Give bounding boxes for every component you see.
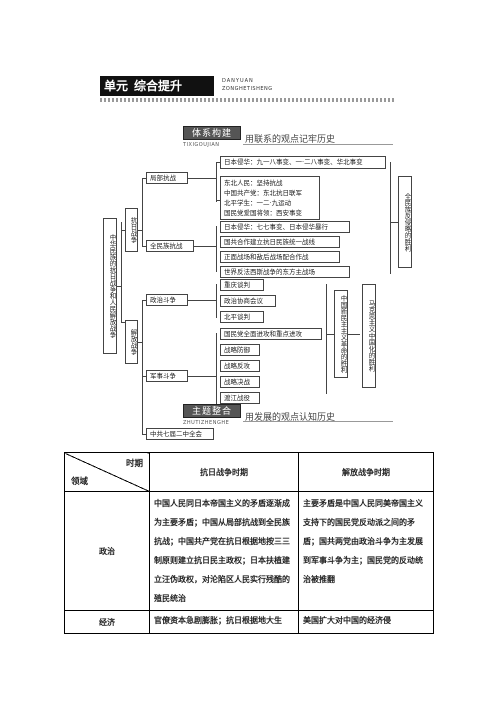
connector [188, 178, 216, 179]
connector [390, 162, 391, 274]
connector [142, 178, 146, 179]
connector [390, 222, 398, 223]
table-row: 政治 中国人民同日本帝国主义的矛盾逐渐成为主要矛盾；中国从局部抗战到全民族抗战；… [64, 491, 434, 611]
row-label-politics: 政治 [64, 491, 150, 611]
corner-field-label: 领域 [71, 477, 89, 487]
connector [216, 162, 220, 163]
connector [216, 200, 220, 201]
connector [142, 434, 146, 435]
connector [326, 284, 327, 394]
full-item-2: 正面战场和敌后战场配合作战 [220, 251, 340, 263]
unit-title: 综合提升 [134, 79, 183, 93]
connector [216, 333, 217, 409]
connector [348, 334, 360, 335]
local-item-students: 北平学生：一二·九运动 [224, 199, 292, 207]
cell-economy-anti-japan: 官僚资本急剧膨胀；抗日根据地大生 [149, 610, 299, 634]
connector [138, 342, 142, 343]
unit-pinyin-1: DANYUAN [222, 78, 254, 84]
victory-new-democracy: 中国新民主主义革命的胜利 [334, 290, 348, 378]
political-node: 政治斗争 [146, 294, 188, 306]
connector [121, 222, 122, 322]
political-item-1: 政治协商会议 [220, 295, 276, 307]
section2-underline [243, 421, 393, 422]
root-node: 中华民族的抗日战争和人民解放战争 [103, 218, 117, 354]
cell-politics-anti-japan: 中国人民同日本帝国主义的矛盾逐渐成为主要矛盾；中国从局部抗战到全民族抗战；中国共… [149, 491, 299, 611]
local-resistance-group: 东北人民：坚持抗战 中国共产党：东北抗日联军 北平学生：一二·九运动 国民党爱国… [220, 176, 320, 220]
row-label-economy: 经济 [64, 610, 150, 634]
table-row: 经济 官僚资本急剧膨胀；抗日根据地大生 美国扩大对中国的经济侵 [64, 610, 434, 634]
section1-subtitle: 用联系的观点记牢历史 [245, 135, 336, 145]
full-item-0: 日本侵华：七七事变、日本侵华暴行 [220, 221, 350, 233]
unit-banner: 单元 [100, 76, 214, 96]
liberation-node: 解放战争 [125, 320, 138, 364]
section1-underline [243, 144, 393, 145]
cell-economy-liberation: 美国扩大对中国的经济侵 [298, 610, 434, 634]
military-item-2: 战略反攻 [220, 360, 260, 372]
full-item-3: 世界反法西斯战争的东方主战场 [220, 266, 350, 278]
section2-subtitle: 用发展的观点认知历史 [245, 413, 336, 423]
section1-tag: 体系构建 [183, 126, 241, 140]
unit-divider [100, 98, 396, 102]
local-item-xian: 国民党爱国将领：西安事变 [224, 209, 302, 217]
corner-period-label: 时期 [125, 459, 143, 469]
connector [142, 376, 146, 377]
connector [121, 230, 125, 231]
connector [216, 162, 217, 202]
military-item-3: 战略决战 [220, 376, 260, 388]
connector [216, 226, 217, 272]
local-item-northeast: 东北人民：坚持抗战 [224, 179, 283, 187]
column-header-liberation: 解放战争时期 [298, 452, 434, 492]
connector [188, 376, 216, 377]
plenum-node: 中共七届二中全会 [146, 428, 214, 440]
marxism-victory: 马克思主义中国化的胜利 [362, 284, 376, 388]
connector [142, 300, 143, 434]
connector [138, 230, 142, 231]
military-item-1: 战略防御 [220, 344, 260, 356]
comparison-table: 时期 领域 抗日战争时期 解放战争时期 政治 中国人民同日本帝国主义的矛盾逐渐成… [64, 452, 434, 634]
table-header-row: 时期 领域 抗日战争时期 解放战争时期 [64, 452, 434, 492]
local-item-japan: 日本侵华：九一八事变、一·二八事变、华北事变 [220, 156, 386, 169]
connector [142, 300, 146, 301]
local-war-node: 局部抗战 [146, 172, 188, 184]
full-war-node: 全民族抗战 [146, 240, 194, 252]
cell-politics-liberation: 主要矛盾是中国人民同美帝国主义支持下的国民党反动派之间的矛盾；国共两党由政治斗争… [298, 491, 434, 611]
anti-japan-node: 抗日战争 [125, 208, 138, 252]
connector [121, 322, 125, 323]
connector [117, 286, 121, 287]
military-item-4: 渡江战役 [220, 392, 260, 404]
political-item-0: 重庆谈判 [220, 279, 264, 291]
military-item-0: 国民党全面进攻和重点进攻 [220, 328, 322, 340]
local-item-cpc: 中国共产党：东北抗日联军 [224, 189, 302, 197]
victory-anti-japan: 全民族反侵略的胜利 [398, 176, 412, 268]
political-item-2: 北平谈判 [220, 311, 264, 323]
section2-pinyin: ZHUTIZHENGHE [183, 420, 230, 426]
full-item-1: 国共合作建立抗日民族统一战线 [220, 236, 340, 248]
unit-badge: 单元 [104, 79, 129, 93]
table-corner-cell: 时期 领域 [64, 452, 150, 492]
military-node: 军事斗争 [146, 370, 188, 382]
section2-tag: 主题整合 [183, 404, 241, 418]
connector [194, 246, 216, 247]
unit-pinyin-2: ZONGHETISHENG [222, 86, 273, 92]
connector [188, 300, 216, 301]
connector [326, 334, 334, 335]
connector [216, 284, 217, 318]
connector [142, 246, 146, 247]
column-header-anti-japan: 抗日战争时期 [149, 452, 299, 492]
section1-pinyin: TIXIGOUJIAN [183, 142, 220, 148]
connector [142, 178, 143, 246]
